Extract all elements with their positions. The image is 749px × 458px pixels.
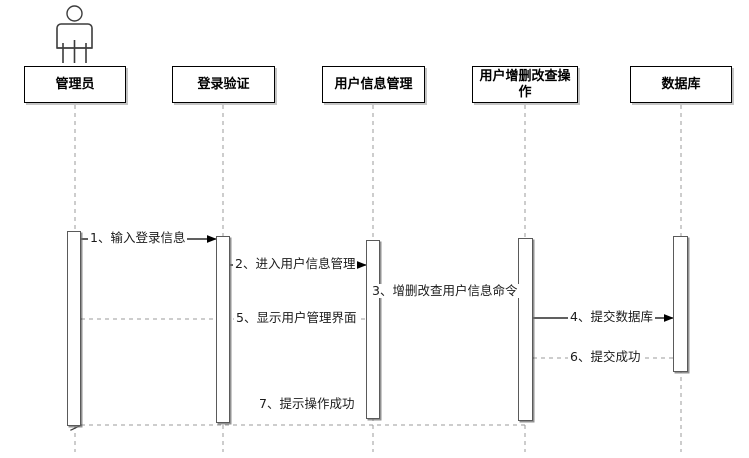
lifeline-header-user-info-mgmt[interactable]: 用户信息管理 [322,66,425,103]
activation-bar-database[interactable] [673,236,688,372]
message-label-6: 6、提交成功 [568,349,643,364]
message-label-5: 5、显示用户管理界面 [234,310,359,325]
lifeline-header-database[interactable]: 数据库 [630,66,732,103]
lifeline-header-user-crud-ops[interactable]: 用户增删改查操作 [472,66,578,103]
activation-bar-user-info-mgmt[interactable] [366,240,380,419]
message-label-1: 1、输入登录信息 [88,230,188,245]
actor-stick-figure-icon [56,5,93,63]
message-label-2: 2、进入用户信息管理 [233,256,358,271]
lifeline-header-admin[interactable]: 管理员 [24,66,126,103]
message-label-3: 3、增删改查用户信息命令 [370,283,520,298]
activation-bar-user-crud-ops[interactable] [518,238,533,421]
lifeline-header-login-verify[interactable]: 登录验证 [172,66,275,103]
activation-bar-admin[interactable] [67,231,81,426]
message-label-7: 7、提示操作成功 [257,396,357,411]
activation-bar-login-verify[interactable] [216,236,230,423]
message-label-4: 4、提交数据库 [568,309,655,324]
